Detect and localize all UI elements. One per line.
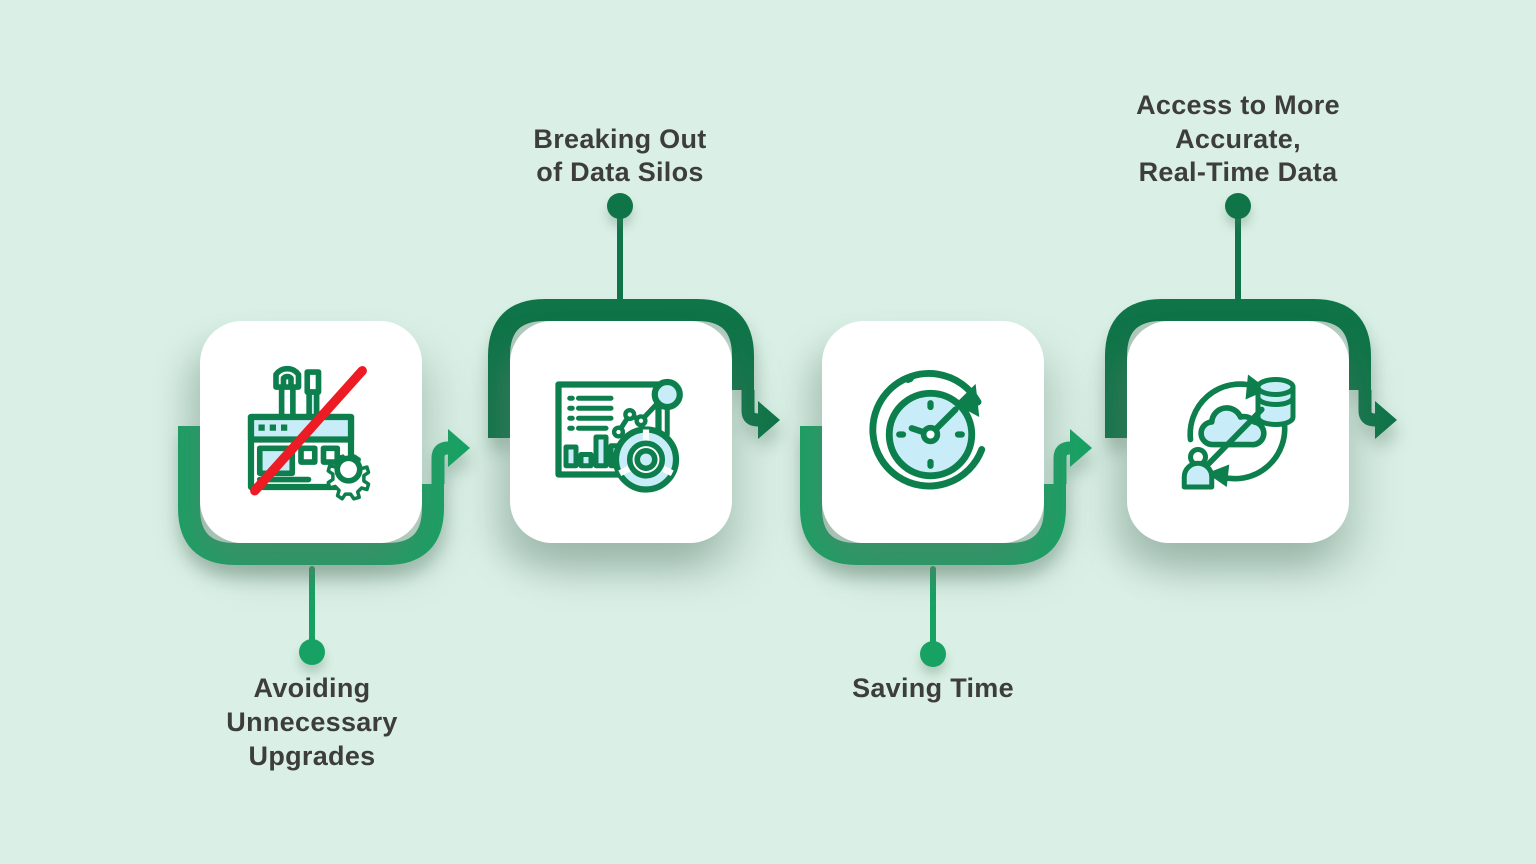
connector-line — [930, 566, 936, 644]
benefit-label: Saving Time — [852, 673, 1014, 703]
benefit-item-saving-time — [773, 272, 1093, 592]
blocked-tools-icon — [247, 365, 371, 501]
analytics-dashboard-icon — [555, 378, 683, 493]
benefit-label: Breaking Out of Data Silos — [533, 123, 707, 188]
data-sync-icon — [1181, 374, 1296, 490]
connector-line — [1235, 212, 1241, 304]
benefit-card — [822, 321, 1044, 543]
connector-dot — [299, 639, 325, 665]
flow-bracket-arrow — [800, 426, 1092, 565]
benefit-item-data-silos — [461, 272, 781, 592]
benefit-card — [1127, 321, 1349, 543]
benefit-card — [200, 321, 422, 543]
benefit-card — [510, 321, 732, 543]
flow-bracket-arrow — [1105, 299, 1397, 439]
connector-dot — [1225, 193, 1251, 219]
flow-bracket-arrow — [488, 299, 780, 439]
flow-bracket-arrow — [178, 426, 470, 565]
connector-line — [309, 566, 315, 644]
clock-refresh-icon — [869, 370, 986, 490]
connector-line — [617, 212, 623, 304]
benefit-label: Access to More Accurate, Real-Time Data — [1136, 89, 1340, 188]
benefit-item-real-time-data — [1078, 272, 1398, 592]
benefit-label: Avoiding Unnecessary Upgrades — [226, 673, 398, 771]
connector-dot — [920, 641, 946, 667]
connector-dot — [607, 193, 633, 219]
benefit-item-avoiding-upgrades — [151, 272, 471, 592]
